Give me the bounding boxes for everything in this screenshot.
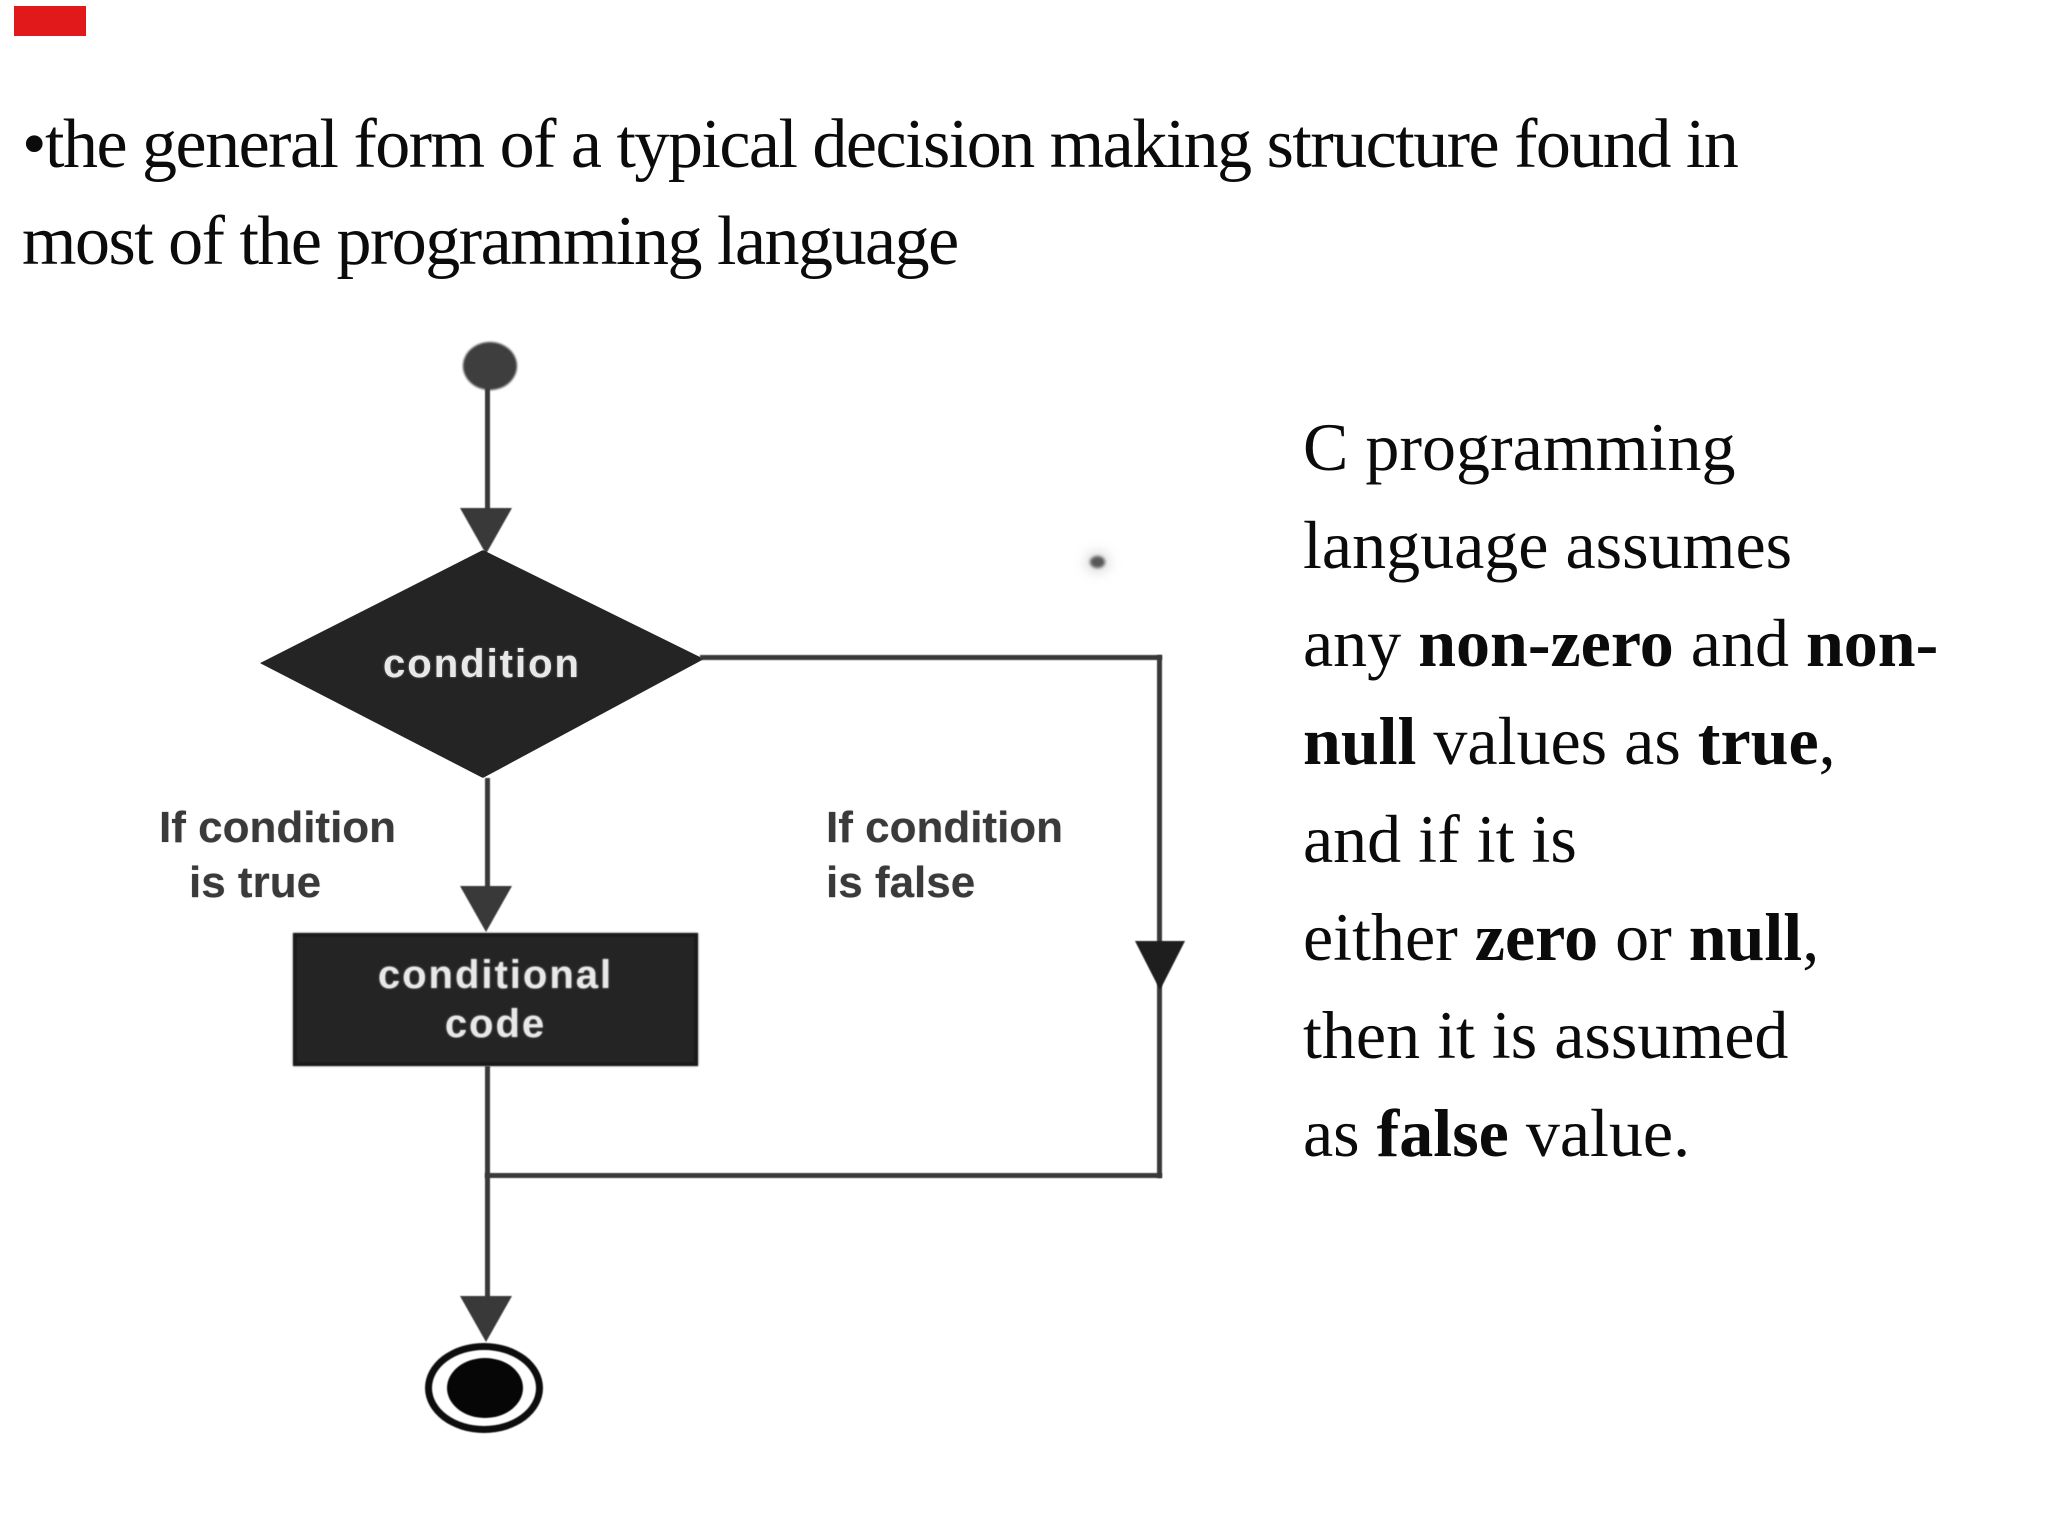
start-node-circle: [463, 342, 517, 390]
arrowhead-into-box-icon: [460, 886, 512, 932]
connector-false-vertical: [1157, 655, 1162, 1178]
side-text-line: and if it is: [1303, 801, 1577, 877]
false-branch-label-line2: is false: [826, 858, 976, 907]
conditional-code-box: conditional code: [293, 933, 698, 1066]
side-text-line: C programming: [1303, 409, 1736, 485]
condition-diamond-label: condition: [383, 641, 581, 686]
true-branch-label-line1: If condition: [159, 803, 397, 852]
side-text-line: null values as true,: [1303, 703, 1836, 779]
c-language-note: C programming language assumes any non-zer…: [1303, 398, 1943, 1182]
conditional-code-box-line2: code: [444, 1001, 547, 1046]
true-branch-label: If condition is true: [159, 800, 396, 910]
slide-title: •the general form of a typical decision …: [22, 96, 2012, 290]
conditional-code-box-line1: conditional: [377, 952, 614, 997]
arrowhead-into-diamond-icon: [460, 508, 512, 554]
true-branch-label-line2: is true: [189, 858, 322, 907]
connector-diamond-to-box: [485, 778, 490, 890]
side-text-line: as false value.: [1303, 1095, 1691, 1171]
title-line-2: most of the programming language: [22, 193, 2012, 290]
title-line-1-text: the general form of a typical decision m…: [45, 106, 1739, 183]
false-branch-label: If condition is false: [826, 800, 1063, 910]
bullet-icon: •: [22, 106, 47, 183]
connector-start-to-diamond: [485, 388, 490, 516]
connector-box-to-end: [485, 1066, 490, 1300]
noise-dot: [1090, 556, 1105, 568]
side-text-line: any non-zero and non-: [1303, 605, 1939, 681]
arrowhead-into-end-icon: [460, 1296, 512, 1342]
condition-diamond-label-wrap: condition: [260, 550, 704, 778]
title-line-2-text: most of the programming language: [22, 203, 959, 280]
side-text-line: then it is assumed: [1303, 997, 1789, 1073]
connector-false-horizontal: [700, 655, 1162, 660]
red-corner-bar: [14, 6, 86, 36]
side-text-line: either zero or null,: [1303, 899, 1820, 975]
false-branch-label-line1: If condition: [826, 803, 1064, 852]
connector-merge-horizontal: [485, 1173, 1162, 1178]
title-line-1: •the general form of a typical decision …: [22, 96, 2012, 193]
arrowhead-false-branch-icon: [1135, 941, 1185, 990]
side-text-line: language assumes: [1303, 507, 1793, 583]
end-node-inner-circle: [447, 1358, 523, 1418]
